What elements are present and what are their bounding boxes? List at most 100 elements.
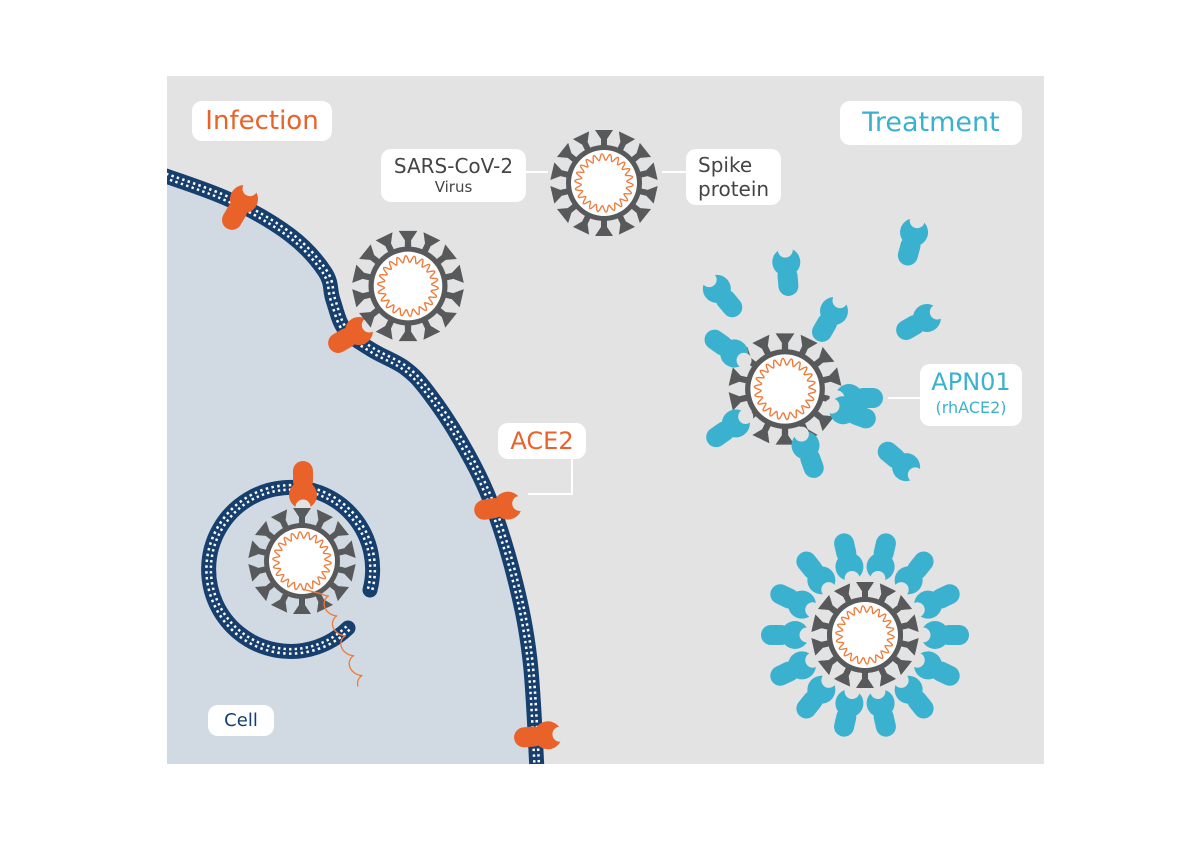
spike-protein-label: Spike protein [686, 149, 781, 205]
spike-shape [636, 186, 658, 204]
spike-shape [810, 346, 835, 370]
rhace2-decoy-icon [824, 396, 876, 429]
rhace2-decoy-icon [834, 533, 864, 586]
coronavirus-icon [248, 508, 363, 687]
spike-protein [420, 316, 441, 340]
receptor-notch [512, 496, 528, 512]
receptor-notch [552, 726, 568, 742]
spike-protein [856, 582, 874, 601]
spike-protein [616, 212, 636, 235]
spike-protein [775, 424, 795, 445]
decoy-layer [701, 213, 969, 737]
treatment-label: Treatment [840, 101, 1022, 145]
rhace2-decoy-icon [909, 584, 960, 619]
virus-core [269, 528, 335, 594]
spike-shape [359, 244, 383, 267]
spike-shape [420, 232, 441, 256]
spike-protein [326, 520, 350, 543]
cell-interior [167, 176, 537, 764]
spike-protein [433, 305, 457, 328]
rhace2-decoy-icon [796, 551, 837, 598]
cell-text: Cell [224, 710, 258, 731]
rhace2-decoy-icon [706, 409, 754, 448]
spike-protein [595, 130, 613, 149]
apn01-subtitle: (rhACE2) [935, 398, 1007, 417]
spike-protein [897, 614, 919, 632]
spike-shape [628, 142, 652, 165]
spike-protein [877, 664, 897, 687]
virus-core [571, 150, 637, 216]
rhace2-decoy-icon [866, 684, 896, 737]
spike-shape [856, 582, 874, 601]
spike-protein [248, 540, 270, 558]
receptor-notch [832, 293, 848, 309]
virus-rna [835, 605, 895, 665]
rhace2-decoy-icon [834, 684, 864, 737]
rhace2-decoy-icon [893, 551, 934, 598]
receptor-head [533, 721, 562, 750]
spike-protein [254, 520, 278, 543]
spike-protein [775, 333, 795, 354]
spike-shape [398, 230, 418, 251]
receptor-notch [909, 602, 925, 618]
apn01-name: APN01 [931, 368, 1011, 396]
spike-shape [833, 583, 853, 606]
spike-shape [616, 212, 636, 235]
virus-rna [272, 531, 332, 591]
spike-protein [628, 201, 652, 224]
treatment-text: Treatment [862, 107, 1000, 138]
spike-protein [550, 186, 572, 204]
spike-shape [270, 590, 290, 613]
spike-protein [810, 408, 835, 432]
receptor-notch [893, 582, 909, 598]
rhace2-decoy-icon [915, 621, 969, 649]
spike-shape [270, 509, 290, 532]
cell-membrane [167, 168, 545, 764]
receptor-head [921, 621, 949, 649]
spike-protein [595, 217, 613, 236]
virus-rna [753, 357, 817, 421]
spike-shape [314, 509, 334, 532]
spike-shape [433, 244, 457, 267]
receptor-notch [821, 582, 837, 598]
spike-protein [248, 564, 270, 582]
receptor-notch [893, 672, 909, 688]
receptor-notch [915, 627, 931, 643]
spike-protein [314, 509, 334, 532]
coronavirus-icon [811, 582, 919, 688]
spike-shape [254, 579, 278, 602]
spike-shape [628, 201, 652, 224]
spike-protein [897, 638, 919, 656]
spike-protein [375, 316, 396, 340]
rhace2-decoy-icon [761, 621, 815, 649]
receptor-notch [844, 570, 860, 586]
receptor-notch [736, 352, 752, 368]
spike-protein [420, 232, 441, 256]
spike-shape [572, 212, 592, 235]
spike-shape [441, 289, 464, 308]
spike-protein [254, 579, 278, 602]
spike-shape [897, 638, 919, 656]
infection-label: Infection [192, 101, 332, 141]
spike-protein [556, 201, 580, 224]
spike-protein [877, 583, 897, 606]
spike-protein [398, 321, 418, 342]
spike-line-2: protein [698, 177, 770, 201]
spike-shape [398, 321, 418, 342]
ace2-receptor-icon [474, 491, 528, 520]
receptor-head [289, 481, 317, 509]
spike-shape [752, 419, 773, 444]
apn01-label: APN01 (rhACE2) [920, 364, 1022, 426]
receptor-notch [909, 213, 925, 229]
spike-shape [752, 334, 773, 359]
spike-shape [889, 653, 913, 676]
endosome [201, 479, 381, 659]
spike-shape [441, 264, 464, 283]
receptor-notch [799, 627, 815, 643]
receptor-layer [222, 181, 568, 750]
spike-protein [811, 638, 833, 656]
spike-shape [889, 594, 913, 617]
spike-protein [398, 230, 418, 251]
spike-protein [833, 664, 853, 687]
